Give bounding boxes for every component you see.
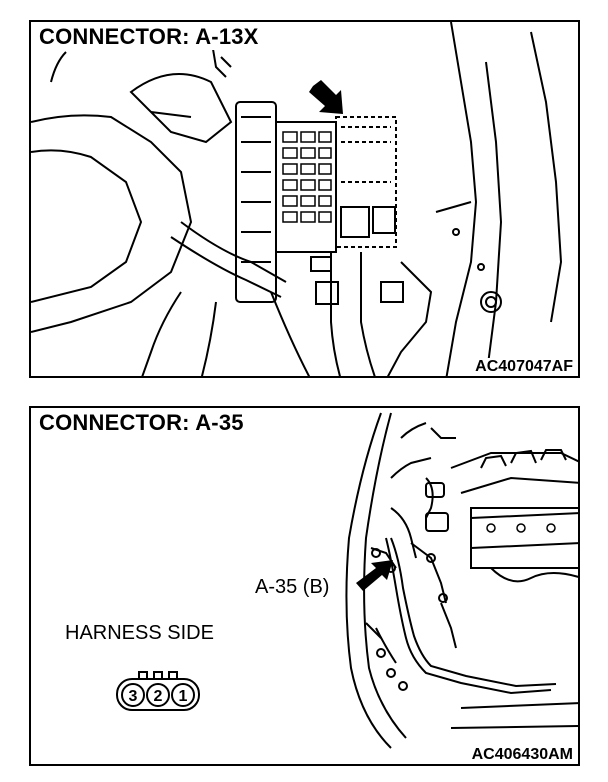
- engine-bay-fuse-box-illustration: [31, 22, 563, 376]
- panel-title: CONNECTOR: A-35: [37, 410, 248, 436]
- panel-connector-a35: CONNECTOR: A-35: [29, 406, 580, 766]
- panel-connector-a13x: CONNECTOR: A-13X: [29, 20, 580, 378]
- pointer-arrow-icon: [356, 560, 393, 591]
- pin-label: 1: [179, 688, 188, 705]
- harness-connector-face-icon: 3 2 1: [116, 671, 200, 711]
- panel-title: CONNECTOR: A-13X: [37, 24, 263, 50]
- pin-label: 3: [129, 688, 138, 705]
- engine-compartment-illustration: [345, 412, 578, 749]
- figure-code: AC406430AM: [468, 746, 576, 764]
- pointer-arrow-icon: [309, 80, 343, 114]
- figure-code: AC407047AF: [472, 358, 576, 376]
- harness-side-label: HARNESS SIDE: [65, 622, 214, 644]
- pin-label: 2: [154, 688, 163, 705]
- connector-callout-label: A-35 (B): [253, 576, 332, 599]
